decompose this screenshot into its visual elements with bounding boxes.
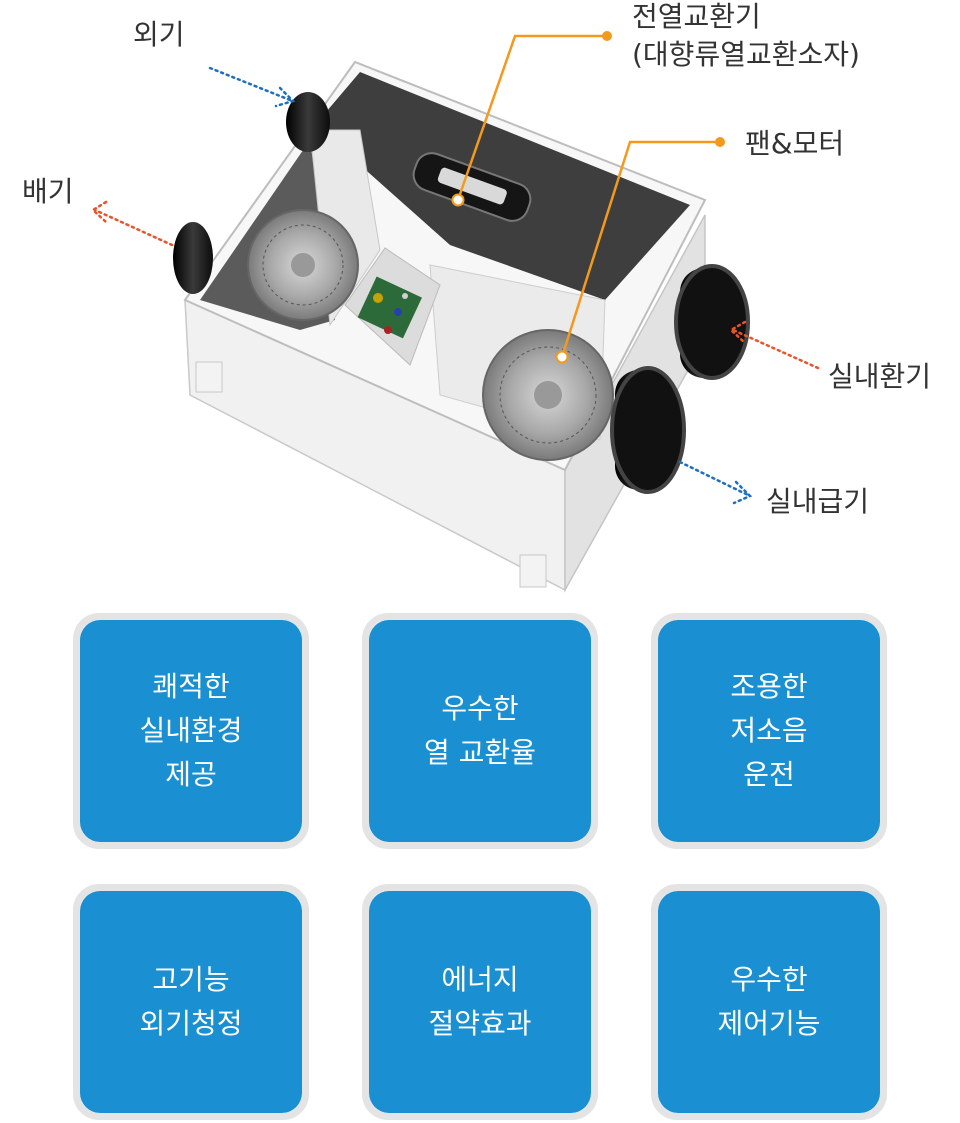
label-room-air-return: 실내환기 — [828, 360, 932, 393]
arrow-room-return — [728, 320, 820, 370]
feature-text: 절약효과 — [428, 1007, 532, 1040]
feature-tile-air-purification: 고기능 외기청정 — [73, 884, 309, 1120]
circuit-board — [357, 276, 422, 339]
feature-text: 제공 — [165, 758, 217, 791]
label-room-air-supply: 실내급기 — [766, 485, 870, 518]
feature-text: 운전 — [743, 758, 795, 791]
label-heat-exchanger-line2: (대향류열교환소자) — [632, 38, 860, 71]
feature-text: 열 교환율 — [424, 736, 536, 769]
label-heat-exchanger-line1: 전열교환기 — [632, 0, 761, 33]
feature-text: 제어기능 — [717, 1007, 821, 1040]
feature-tile-quiet-operation: 조용한 저소음 운전 — [651, 613, 887, 849]
feature-text: 실내환경 — [139, 714, 243, 747]
unit-feet — [195, 361, 547, 588]
duct-room-return — [674, 264, 750, 380]
fan-right-icon — [482, 329, 614, 461]
feature-tile-heat-exchange-rate: 우수한 열 교환율 — [362, 613, 598, 849]
arrow-exhaust-air — [90, 200, 174, 247]
leader-heat-exchanger — [451, 31, 612, 207]
label-heat-exchanger: 전열교환기 (대향류열교환소자) — [632, 0, 860, 72]
feature-text: 외기청정 — [139, 1007, 243, 1040]
feature-text: 우수한 — [730, 963, 808, 996]
arrow-outdoor-air — [208, 66, 296, 108]
arrow-room-supply — [678, 460, 753, 505]
duct-exhaust-air — [173, 222, 213, 294]
label-outdoor-air: 외기 — [133, 18, 185, 51]
feature-text: 에너지 — [441, 963, 519, 996]
label-fan-motor: 팬&모터 — [745, 127, 845, 160]
ventilation-unit-diagram — [90, 31, 820, 593]
duct-room-supply — [610, 366, 686, 494]
feature-text: 쾌적한 — [152, 670, 230, 703]
feature-tile-control-function: 우수한 제어기능 — [651, 884, 887, 1120]
feature-tile-comfortable-environment: 쾌적한 실내환경 제공 — [73, 613, 309, 849]
feature-text: 조용한 — [730, 670, 808, 703]
feature-text: 우수한 — [441, 692, 519, 725]
feature-tile-energy-saving: 에너지 절약효과 — [362, 884, 598, 1120]
label-exhaust-air: 배기 — [22, 175, 74, 208]
feature-text: 고기능 — [152, 963, 230, 996]
leader-fan-motor — [555, 137, 725, 364]
feature-text: 저소음 — [730, 714, 808, 747]
fan-left-icon — [247, 209, 359, 321]
duct-outdoor-air — [286, 92, 330, 152]
